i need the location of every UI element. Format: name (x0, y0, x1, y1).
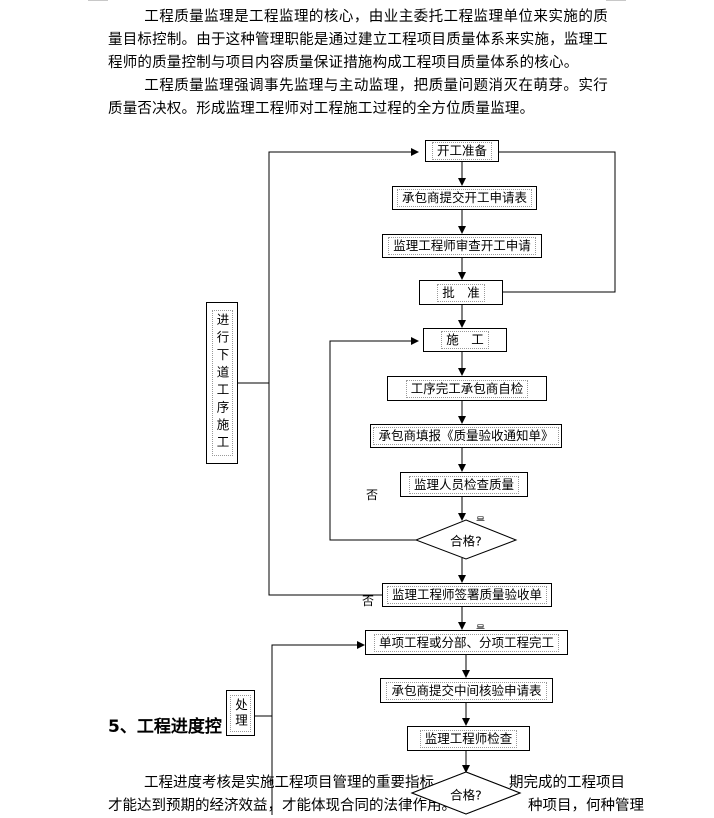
page-top-rule (0, 0, 714, 6)
side-next-process-label: 进行下道工序施工 (211, 310, 233, 456)
side-handle-box: 处理 (226, 690, 255, 736)
paragraph-progress-line-2: 才能达到预期的经济效益，才能体现合同的法律作用。 (108, 798, 456, 814)
step-sign-acceptance: 监理工程师签署质量验收单 (382, 583, 552, 607)
step-submit-interim: 承包商提交中间核验申请表 (380, 678, 553, 703)
paragraph-quality-core-text: 工程质量监理是工程监理的核心，由业主委托工程监理单位来实施的质量目标控制。由于这… (108, 9, 608, 71)
step-construct-label: 施 工 (441, 331, 489, 349)
paragraph-progress-line-1-tail: 期完成的工程项目 (509, 775, 625, 791)
step-start-prep: 开工准备 (425, 140, 499, 162)
step-submit-application: 承包商提交开工申请表 (392, 186, 537, 210)
step-review-application-label: 监理工程师审查开工申请 (388, 237, 536, 255)
paragraph-quality-core: 工程质量监理是工程监理的核心，由业主委托工程监理单位来实施的质量目标控制。由于这… (108, 6, 608, 75)
step-sign-acceptance-label: 监理工程师签署质量验收单 (386, 586, 547, 604)
edge-label-yes-1: 是 (476, 514, 485, 521)
step-inspect-quality: 监理人员检查质量 (400, 472, 528, 497)
edge-label-no-left: 否 (366, 488, 379, 502)
step-approve: 批 准 (419, 280, 503, 305)
paragraph-progress-line-2-tail: 种项目，何种管理 (528, 798, 644, 814)
step-submit-interim-label: 承包商提交中间核验申请表 (386, 681, 547, 700)
step-self-check-label: 工序完工承包商自检 (405, 379, 529, 398)
step-item-complete-label: 单项工程或分部、分项工程完工 (373, 633, 559, 652)
edge-label-no-bottom: 否 (362, 594, 375, 608)
step-engineer-check-label: 监理工程师检查 (419, 729, 518, 748)
step-item-complete: 单项工程或分部、分项工程完工 (365, 630, 568, 655)
paragraph-active-supervision-text: 工程质量监理强调事先监理与主动监理，把质量问题消灭在萌芽。实行质量否决权。形成监… (108, 78, 608, 117)
step-fill-notice: 承包商填报《质量验收通知单》 (370, 424, 562, 448)
step-submit-application-label: 承包商提交开工申请表 (396, 189, 532, 207)
edge-label-yes-2: 是 (476, 622, 485, 629)
paragraph-active-supervision: 工程质量监理强调事先监理与主动监理，把质量问题消灭在萌芽。实行质量否决权。形成监… (108, 75, 608, 121)
step-start-prep-label: 开工准备 (431, 142, 492, 160)
step-self-check: 工序完工承包商自检 (387, 376, 547, 401)
section-heading-progress-control: 5、工程进度控 (108, 717, 222, 737)
decision-progress-label: 合格? (449, 784, 483, 804)
step-inspect-quality-label: 监理人员检查质量 (408, 475, 519, 494)
step-fill-notice-label: 承包商填报《质量验收通知单》 (373, 427, 559, 445)
step-engineer-check: 监理工程师检查 (407, 726, 530, 751)
paragraph-progress-line-1: 工程进度考核是实施工程项目管理的重要指标。 (108, 772, 608, 795)
paragraph-progress-line-1-text: 工程进度考核是实施工程项目管理的重要指标。 (144, 775, 449, 791)
decision-qualified-label: 合格? (449, 530, 483, 550)
step-construct: 施 工 (423, 328, 507, 352)
step-approve-label: 批 准 (437, 283, 485, 302)
side-handle-label: 处理 (230, 694, 251, 732)
step-review-application: 监理工程师审查开工申请 (382, 234, 542, 258)
side-next-process-box: 进行下道工序施工 (206, 302, 238, 464)
